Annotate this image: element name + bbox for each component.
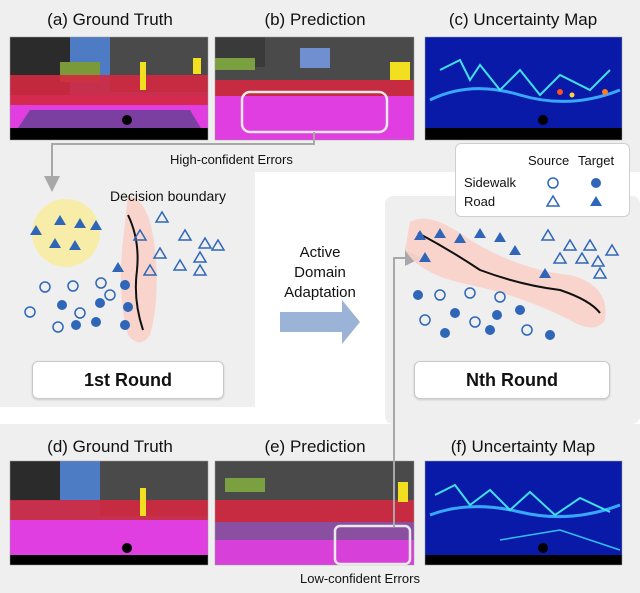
nth-boundary-highlight — [405, 218, 606, 328]
legend-markers — [545, 177, 602, 207]
ada-label-line3: Adaptation — [284, 284, 356, 301]
panel-title-f: (f) Uncertainty Map — [450, 437, 596, 456]
yellow-highlight — [32, 199, 100, 267]
panel-title-e: (e) Prediction — [264, 437, 366, 456]
round-1-box: 1st Round — [32, 361, 224, 399]
panel-title-c: (c) Uncertainty Map — [448, 10, 598, 29]
panel-title-b: (b) Prediction — [264, 10, 366, 29]
legend-target: Target — [578, 153, 615, 168]
legend-target-sidewalk-marker — [591, 178, 601, 188]
low-confident-arrow — [393, 250, 421, 527]
legend-source: Source — [528, 153, 570, 168]
ada-label: Active Domain Adaptation — [270, 243, 370, 303]
high-confident-arrow — [44, 132, 315, 192]
legend-source-road-marker — [545, 194, 561, 207]
ada-label-line1: Active — [299, 244, 341, 261]
legend-sidewalk: Sidewalk — [464, 175, 517, 190]
decision-boundary-line — [127, 214, 144, 331]
decision-boundary-label: Decision boundary — [110, 188, 226, 204]
ada-arrow — [280, 300, 360, 344]
legend-road: Road — [464, 194, 496, 209]
nth-decision-boundary-line — [417, 232, 601, 314]
low-confident-error-box — [333, 524, 412, 566]
low-confident-errors-label: Low-confident Errors — [300, 571, 420, 586]
panel-title-a: (a) Ground Truth — [47, 10, 173, 29]
round-n-box: Nth Round — [414, 361, 610, 399]
legend-target-road-marker — [590, 196, 602, 206]
legend: Source Target Sidewalk Road — [455, 143, 630, 217]
legend-source-sidewalk-marker — [547, 177, 559, 189]
high-confident-errors-label: High-confident Errors — [170, 152, 293, 167]
ada-label-line2: Domain — [294, 264, 346, 281]
panel-title-d: (d) Ground Truth — [47, 437, 173, 456]
